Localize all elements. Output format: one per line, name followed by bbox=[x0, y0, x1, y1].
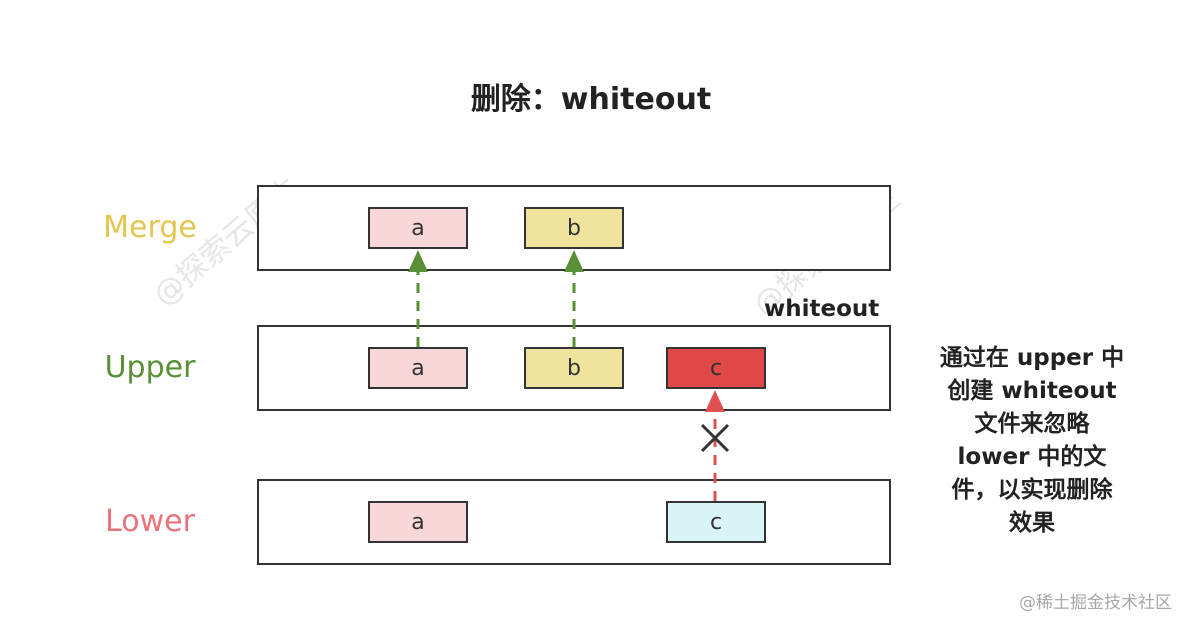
note-line: 效果 bbox=[1009, 510, 1055, 536]
note-line: lower 中的文 bbox=[957, 444, 1107, 470]
arrow-lower-c-to-upper-c bbox=[705, 390, 725, 501]
note-line: 通过在 upper 中 bbox=[939, 345, 1125, 371]
upper-label: Upper bbox=[104, 350, 196, 385]
note-line: 创建 whiteout bbox=[947, 378, 1117, 404]
arrow-upper-a-to-merge-a bbox=[408, 250, 428, 347]
blocked-cross-icon bbox=[700, 423, 730, 453]
upper-file-a: a bbox=[368, 347, 468, 389]
note-line: 文件来忽略 bbox=[974, 411, 1090, 437]
merge-file-a: a bbox=[368, 207, 468, 249]
arrow-upper-b-to-merge-b bbox=[564, 250, 584, 347]
upper-file-c-whiteout: c bbox=[666, 347, 766, 389]
diagram-title: 删除：whiteout bbox=[470, 82, 712, 117]
lower-file-c: c bbox=[666, 501, 766, 543]
lower-label: Lower bbox=[105, 504, 195, 539]
lower-file-a: a bbox=[368, 501, 468, 543]
lower-layer bbox=[257, 479, 891, 565]
upper-file-b: b bbox=[524, 347, 624, 389]
merge-file-b: b bbox=[524, 207, 624, 249]
whiteout-label: whiteout bbox=[764, 296, 880, 322]
explanation-note: 通过在 upper 中 创建 whiteout 文件来忽略 lower 中的文 … bbox=[922, 342, 1142, 540]
merge-label: Merge bbox=[103, 210, 197, 245]
watermark-corner: @稀土掘金技术社区 bbox=[1019, 593, 1172, 613]
note-line: 件，以实现删除 bbox=[951, 477, 1113, 503]
